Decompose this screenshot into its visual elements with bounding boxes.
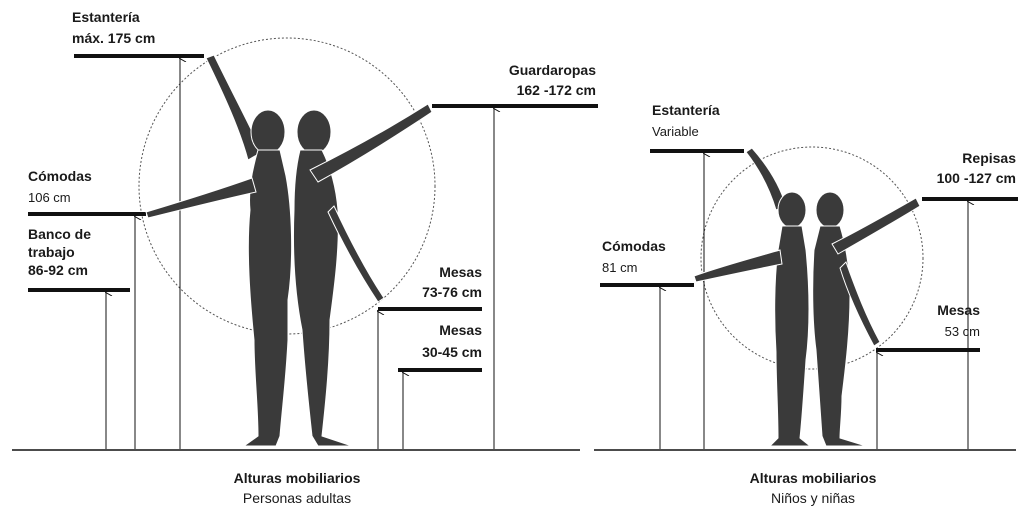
child-caption-title: Alturas mobiliarios	[683, 468, 943, 488]
child-shelf-value: Variable	[652, 124, 699, 140]
child-caption-subtitle: Niños y niñas	[683, 488, 943, 508]
child-dresser-value: 81 cm	[602, 260, 637, 276]
adult-table-high-value: 73-76 cm	[380, 284, 482, 300]
adult-table-low-value: 30-45 cm	[380, 344, 482, 360]
child-figure-left	[694, 148, 810, 446]
adult-shelf-value: máx. 175 cm	[72, 30, 155, 46]
child-shelf-title: Estantería	[652, 102, 720, 118]
adult-bench-line2: trabajo	[28, 244, 75, 260]
child-shelves-value: 100 -127 cm	[896, 170, 1016, 186]
adult-shelf-title: Estantería	[72, 9, 140, 25]
adult-bench-value: 86-92 cm	[28, 262, 88, 278]
child-caption: Alturas mobiliarios Niños y niñas	[683, 468, 943, 508]
adult-figure-left	[146, 55, 292, 446]
adult-table-low-title: Mesas	[380, 322, 482, 338]
adult-dresser-title: Cómodas	[28, 168, 92, 184]
adult-caption: Alturas mobiliarios Personas adultas	[167, 468, 427, 508]
child-table-title: Mesas	[880, 302, 980, 318]
child-figure-right	[813, 192, 920, 446]
adult-caption-title: Alturas mobiliarios	[167, 468, 427, 488]
adult-table-high-title: Mesas	[380, 264, 482, 280]
adult-bench-line1: Banco de	[28, 226, 91, 242]
adult-wardrobe-value: 162 -172 cm	[470, 82, 596, 98]
adult-wardrobe-title: Guardaropas	[470, 62, 596, 78]
adult-dresser-value: 106 cm	[28, 190, 71, 206]
child-dresser-title: Cómodas	[602, 238, 666, 254]
child-table-value: 53 cm	[880, 324, 980, 340]
adult-caption-subtitle: Personas adultas	[167, 488, 427, 508]
child-shelves-title: Repisas	[896, 150, 1016, 166]
